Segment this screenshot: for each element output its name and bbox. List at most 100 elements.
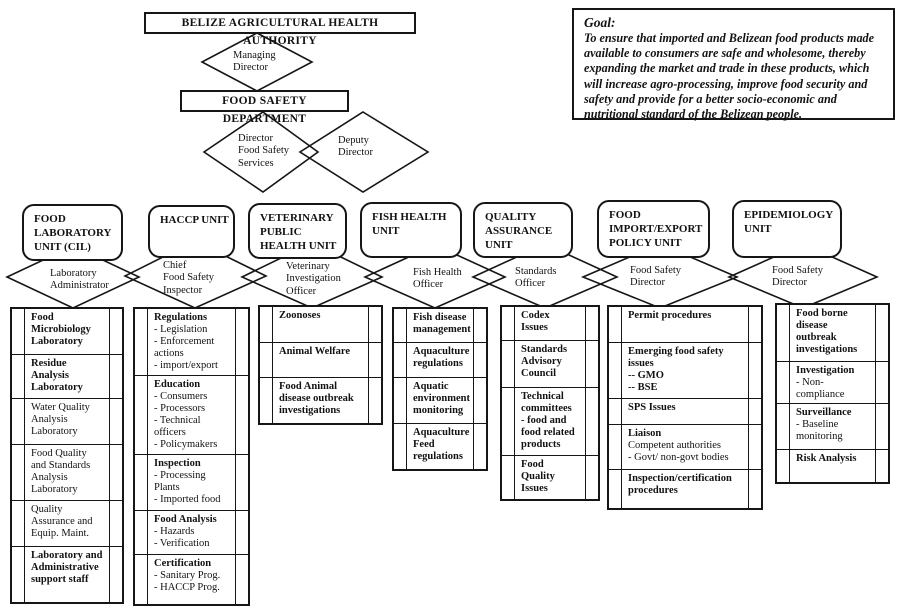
unit-name: FISH HEALTH UNIT (372, 211, 447, 237)
list-right-strip (235, 555, 248, 604)
list-item-title: Food Microbiology Laboratory (31, 312, 91, 348)
list-item: Aquatic environment monitoring (394, 377, 486, 423)
list-item-body: - Consumers - Processors - Technical off… (154, 391, 218, 451)
list-item-body: Competent authorities - Govt/ non-govt b… (628, 440, 729, 464)
officer-label-fish-health-officer: Fish Health Officer (413, 267, 462, 291)
list-left-strip (135, 511, 148, 554)
list-item-title: Technical committees - food and food rel… (521, 391, 575, 451)
list-right-strip (748, 343, 761, 398)
list-left-strip (777, 305, 790, 361)
list-right-strip (748, 399, 761, 424)
list-item: Aquaculture Feed regulations (394, 423, 486, 469)
list-box-haccp: Regulations- Legislation - Enforcement a… (133, 307, 250, 606)
list-item-body: - Processing Plants - Imported food (154, 470, 221, 506)
list-item-title: Aquaculture Feed regulations (413, 427, 470, 463)
list-item-title: Education (154, 379, 201, 390)
officer-label-chief-food-safety-inspector: Chief Food Safety Inspector (163, 260, 215, 296)
officer-label-standards-officer: Standards Officer (515, 266, 557, 290)
unit-box-food-laboratory: FOOD LABORATORY UNIT (CIL) (22, 204, 123, 261)
list-left-strip (777, 450, 790, 483)
list-item-title: Surveillance (796, 407, 852, 419)
list-item: Quality Assurance and Equip. Maint. (12, 500, 122, 546)
list-right-strip (473, 343, 486, 377)
list-left-strip (12, 501, 25, 546)
list-left-strip (12, 399, 25, 444)
list-right-strip (109, 501, 122, 546)
list-left-strip (609, 470, 622, 508)
list-item-title: Permit procedures (628, 310, 712, 321)
list-right-strip (585, 456, 598, 499)
list-left-strip (502, 456, 515, 499)
list-item: Animal Welfare (260, 342, 381, 377)
officer-label-laboratory-administrator: Laboratory Administrator (50, 268, 109, 292)
unit-box-epidemiology: EPIDEMIOLOGY UNIT (732, 200, 842, 258)
authority-title-box: BELIZE AGRICULTURAL HEALTH AUTHORITY (144, 12, 416, 47)
list-item-title: Investigation (796, 365, 855, 376)
list-item: Fish disease management (394, 309, 486, 342)
unit-box-food-import-export-policy: FOOD IMPORT/EXPORT POLICY UNIT (597, 200, 710, 258)
list-item-title: Standards Advisory Council (521, 344, 568, 380)
list-item: Food Quality and Standards Analysis Labo… (12, 444, 122, 500)
list-left-strip (12, 547, 25, 602)
list-left-strip (135, 555, 148, 604)
list-item-body: - Non- compliance (796, 377, 845, 401)
list-right-strip (585, 388, 598, 455)
unit-box-veterinary-public-health: VETERINARY PUBLIC HEALTH UNIT (248, 203, 347, 259)
goal-label: Goal: (584, 15, 616, 30)
list-left-strip (12, 309, 25, 354)
officer-label-veterinary-investigation-officer: Veterinary Investigation Officer (286, 261, 341, 297)
list-item: Residue Analysis Laboratory (12, 354, 122, 398)
list-item-body: - Legislation - Enforcement actions - im… (154, 324, 218, 372)
list-item-body: Quality Assurance and Equip. Maint. (31, 504, 93, 540)
list-item: Technical committees - food and food rel… (502, 387, 598, 455)
list-right-strip (109, 445, 122, 500)
director-food-safety-diamond (202, 111, 320, 193)
director-food-safety-label: Director Food Safety Services (238, 133, 290, 169)
unit-name: FOOD LABORATORY UNIT (CIL) (34, 213, 112, 253)
list-item: Risk Analysis (777, 449, 888, 483)
list-box-food-laboratory: Food Microbiology Laboratory Residue Ana… (10, 307, 124, 604)
list-right-strip (368, 378, 381, 423)
list-item: Food Microbiology Laboratory (12, 309, 122, 354)
list-left-strip (12, 445, 25, 500)
list-box-fish-health: Fish disease management Aquaculture regu… (392, 307, 488, 471)
list-left-strip (609, 425, 622, 469)
list-right-strip (748, 307, 761, 342)
list-box-epidemiology: Food borne disease outbreak investigatio… (775, 303, 890, 485)
list-right-strip (748, 470, 761, 508)
unit-box-fish-health: FISH HEALTH UNIT (360, 202, 462, 258)
list-item: Regulations- Legislation - Enforcement a… (135, 309, 248, 375)
unit-name: EPIDEMIOLOGY UNIT (744, 209, 834, 235)
unit-name: FOOD IMPORT/EXPORT POLICY UNIT (609, 209, 703, 249)
list-right-strip (875, 305, 888, 361)
list-left-strip (135, 376, 148, 454)
list-item-title: Residue Analysis Laboratory (31, 358, 83, 394)
list-item-title: Risk Analysis (796, 453, 857, 465)
list-left-strip (394, 309, 407, 342)
goal-box: Goal: To ensure that imported and Belize… (572, 8, 895, 121)
list-left-strip (502, 388, 515, 455)
list-left-strip (260, 378, 273, 423)
list-item: Permit procedures (609, 307, 761, 342)
list-right-strip (875, 362, 888, 404)
list-item-title: SPS Issues (628, 402, 676, 413)
list-item-title: Laboratory and Administrative support st… (31, 550, 103, 586)
list-left-strip (609, 343, 622, 398)
list-item-body: Food Quality and Standards Analysis Labo… (31, 448, 91, 496)
list-right-strip (235, 455, 248, 510)
list-left-strip (394, 424, 407, 469)
deputy-director-label: Deputy Director (338, 135, 373, 159)
list-right-strip (473, 424, 486, 469)
list-right-strip (235, 376, 248, 454)
list-right-strip (585, 307, 598, 340)
unit-name: HACCP UNIT (160, 214, 229, 226)
list-item-title: Certification (154, 558, 212, 569)
list-left-strip (260, 343, 273, 377)
list-right-strip (748, 425, 761, 469)
list-item: SPS Issues (609, 398, 761, 424)
list-item-title: Codex Issues (521, 310, 550, 334)
list-item-body: - Baseline monitoring (796, 419, 843, 443)
list-item-title: Food Analysis (154, 514, 217, 525)
list-item-title: Food Quality Issues (521, 459, 555, 495)
list-item: Standards Advisory Council (502, 340, 598, 387)
